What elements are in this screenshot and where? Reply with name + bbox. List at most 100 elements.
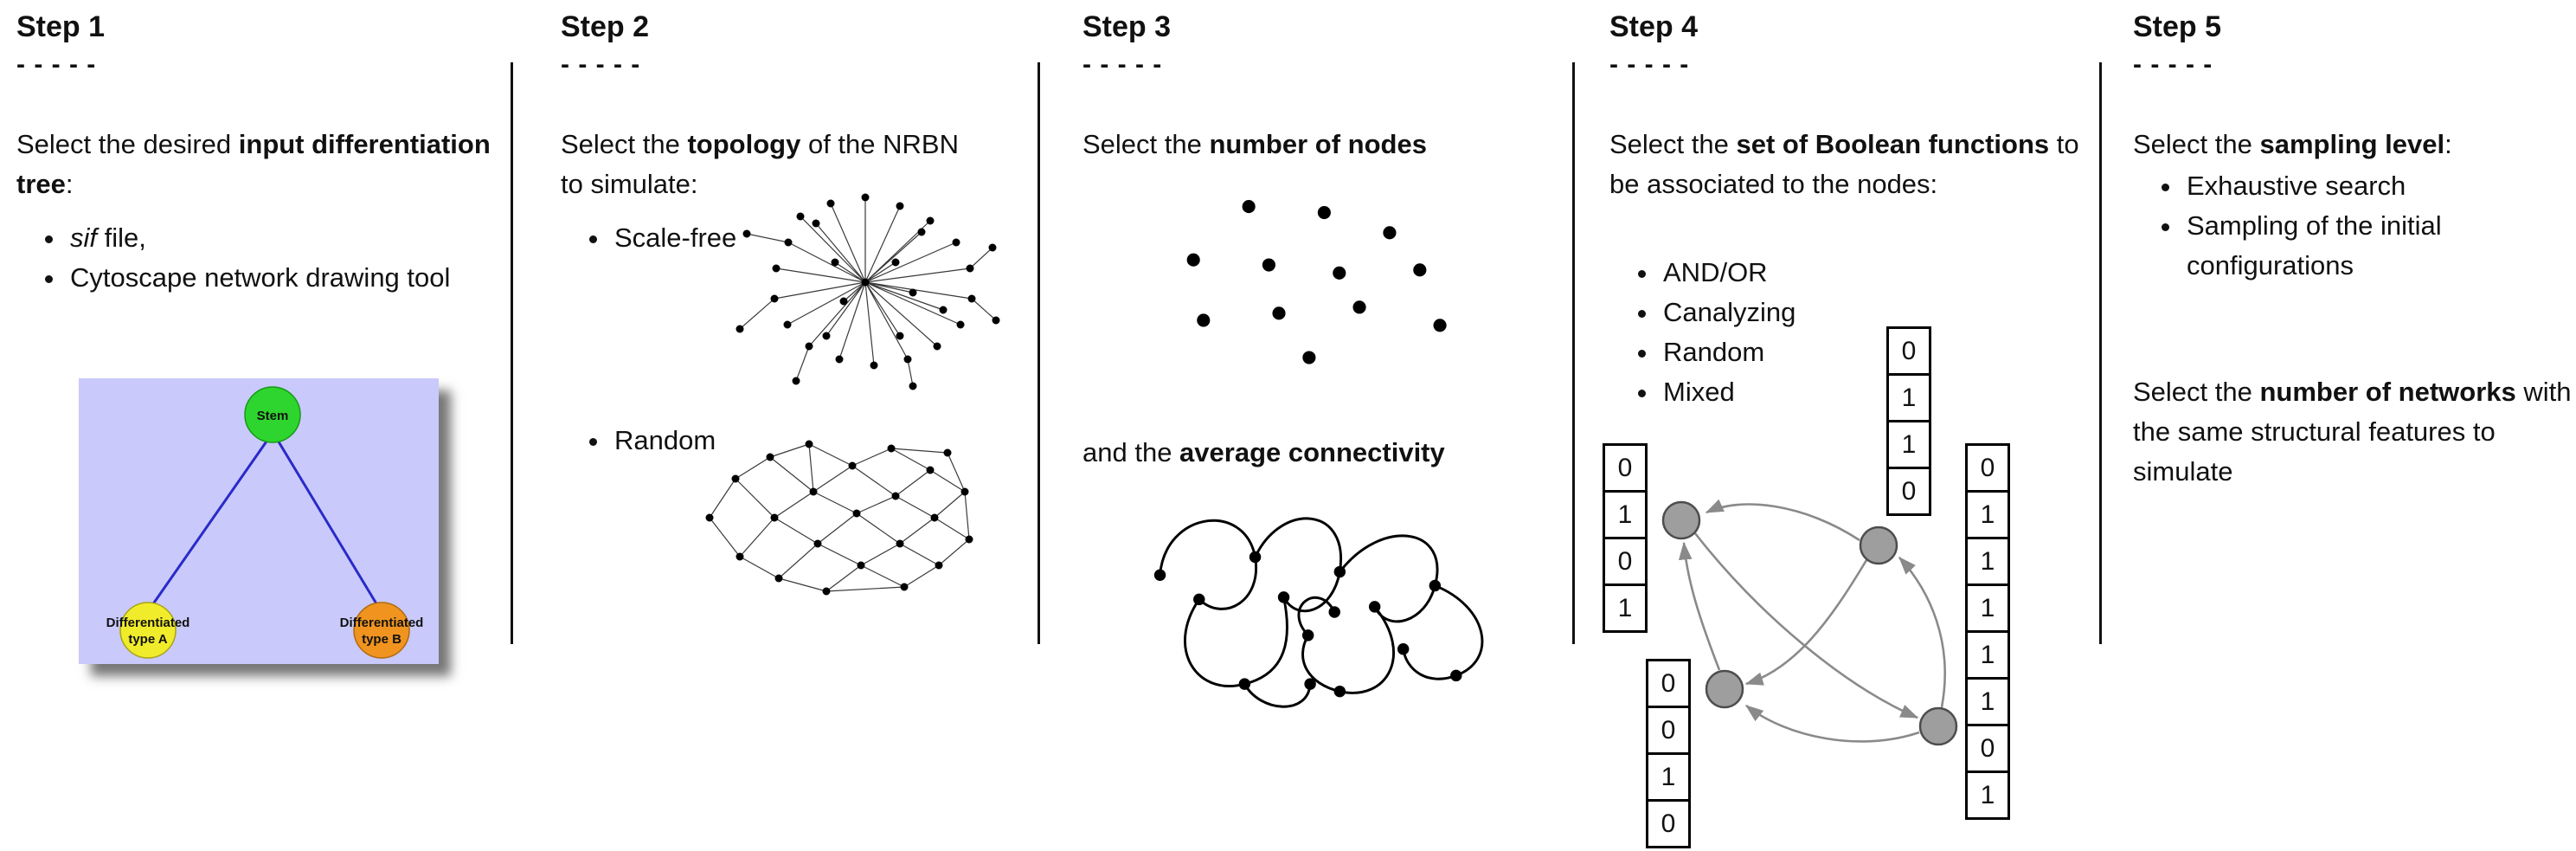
scale-free-edges	[739, 197, 997, 387]
network-node-b	[1859, 525, 1898, 565]
truth-cell: 1	[1968, 633, 2007, 680]
bullet-sampling: Sampling of the initial configurations	[2183, 206, 2576, 286]
type-a-label-line2: type A	[128, 632, 167, 647]
intro-text: to be associated to the nodes:	[1609, 129, 2079, 199]
boolean-network-figure: 0 1 0 1 0 1 1 0 0 0 1 0 0 1 1 1	[1601, 326, 2046, 851]
step-5-bullets: Exhaustive search Sampling of the initia…	[2133, 166, 2576, 286]
step-2-panel: Step 2 - - - - - Select the topology of …	[561, 0, 1019, 851]
bullet-text: Random	[614, 425, 716, 455]
random-edges	[709, 443, 970, 592]
divider-4	[2099, 62, 2102, 644]
bullet-random: Random	[1660, 332, 1971, 372]
intro-text: :	[2444, 129, 2452, 159]
truth-cell: 0	[1968, 726, 2007, 773]
step-2-intro: Select the topology of the NRBN to simul…	[561, 125, 967, 204]
step-5-panel: Step 5 - - - - - Select the sampling lev…	[2133, 0, 2576, 851]
type-a-node	[119, 602, 177, 659]
tangle-curves	[1159, 517, 1484, 708]
step-4-intro: Select the set of Boolean functions to b…	[1609, 125, 2094, 204]
step-3-mid: and the average connectivity	[1082, 433, 1567, 473]
second-bold: number of networks	[2259, 377, 2516, 407]
step-4-bullets: AND/OR Canalyzing Random Mixed	[1609, 253, 1971, 412]
connectivity-tangle-illustration	[1153, 517, 1484, 708]
truth-cell: 0	[1605, 539, 1645, 586]
step-3-title: Step 3	[1082, 10, 1172, 43]
bullet-exhaustive: Exhaustive search	[2183, 166, 2576, 206]
bullet-random: Random	[561, 421, 870, 461]
tree-edge-b	[275, 438, 379, 606]
truth-cell: 0	[1889, 329, 1929, 376]
second-text: with the same structural features to sim…	[2133, 377, 2572, 487]
step-3-dashes: - - - - -	[1082, 50, 1163, 79]
bullet-and-or: AND/OR	[1660, 253, 1971, 293]
truth-cell: 0	[1968, 446, 2007, 493]
bullet-sif-file: sif file,	[67, 218, 499, 258]
differentiation-tree-figure: Stem Differentiated type A Differentiate…	[79, 378, 439, 664]
intro-bold: input differentiation tree	[16, 129, 491, 199]
bullet-text: AND/OR	[1663, 257, 1768, 287]
step-3-panel: Step 3 - - - - - Select the number of no…	[1082, 0, 1567, 851]
bullet-cytoscape: Cytoscape network drawing tool	[67, 258, 499, 298]
scale-free-dots	[736, 193, 1000, 390]
bullet-item: Scale-free	[611, 218, 870, 258]
second-text: Select the	[2133, 377, 2260, 407]
bullet-scale-free: Scale-free	[561, 218, 870, 258]
bullet-mixed: Mixed	[1660, 372, 1971, 412]
step-5-dashes: - - - - -	[2133, 50, 2213, 79]
network-node-c	[1705, 669, 1744, 709]
truth-cell: 1	[1968, 773, 2007, 817]
step-5-title: Step 5	[2133, 10, 2222, 43]
network-node-d	[1918, 706, 1958, 746]
step-4-title: Step 4	[1609, 10, 1699, 43]
stem-node	[244, 386, 301, 443]
truth-cell: 1	[1605, 493, 1645, 539]
step-5-second: Select the number of networks with the s…	[2133, 372, 2576, 492]
type-a-label-line1: Differentiated	[106, 616, 190, 630]
truth-cell: 0	[1605, 446, 1645, 493]
arrow-a-to-d	[1693, 532, 1919, 719]
intro-text: Select the desired	[16, 129, 239, 159]
truth-column-top: 0 1 1 0	[1886, 326, 1931, 516]
truth-cell: 1	[1968, 586, 2007, 633]
bullet-text: Cytoscape network drawing tool	[70, 261, 451, 293]
truth-cell: 1	[1968, 680, 2007, 726]
truth-column-left: 0 1 0 1	[1603, 443, 1648, 633]
truth-cell: 0	[1648, 802, 1688, 846]
truth-column-right: 0 1 1 1 1 1 0 1	[1965, 443, 2010, 820]
step-1-title: Step 1	[16, 10, 106, 43]
bullet-text: Scale-free	[614, 222, 737, 253]
divider-2	[1037, 62, 1040, 644]
step-4-dashes: - - - - -	[1609, 50, 1690, 79]
mid-bold: average connectivity	[1179, 437, 1445, 467]
bullet-canalyzing: Canalyzing	[1660, 293, 1971, 332]
truth-cell: 0	[1648, 661, 1688, 708]
step-1-dashes: - - - - -	[16, 50, 97, 79]
arrow-b-to-a	[1705, 499, 1860, 542]
step-3-intro: Select the number of nodes	[1082, 125, 1567, 164]
bullet-text: Mixed	[1663, 376, 1735, 407]
truth-cell: 1	[1968, 493, 2007, 539]
step-2-dashes: - - - - -	[561, 50, 641, 79]
bullet-text: Sampling of the initial configurations	[2187, 210, 2442, 280]
intro-text: of the NRBN to simulate:	[561, 129, 959, 199]
truth-cell: 0	[1648, 708, 1688, 755]
nodes-dots-illustration	[1186, 200, 1447, 364]
sif-italic: sif	[70, 222, 97, 253]
divider-3	[1572, 62, 1575, 644]
intro-bold: sampling level	[2259, 129, 2445, 159]
random-dots	[705, 440, 973, 596]
tree-edge-a	[151, 438, 270, 606]
step-1-panel: Step 1 - - - - - Select the desired inpu…	[16, 0, 498, 851]
divider-1	[511, 62, 513, 644]
arrow-d-to-b	[1898, 557, 1946, 708]
network-node-a	[1661, 500, 1701, 540]
arrow-d-to-c	[1744, 704, 1920, 743]
bullet-text: Exhaustive search	[2187, 171, 2406, 201]
arrow-b-to-c	[1744, 559, 1868, 686]
intro-bold: set of Boolean functions	[1736, 129, 2050, 159]
type-b-label-line2: type B	[362, 632, 401, 647]
stem-label: Stem	[257, 409, 289, 423]
intro-text: Select the	[561, 129, 688, 159]
tangle-dots	[1153, 551, 1462, 698]
step-1-intro: Select the desired input differentiation…	[16, 125, 498, 204]
